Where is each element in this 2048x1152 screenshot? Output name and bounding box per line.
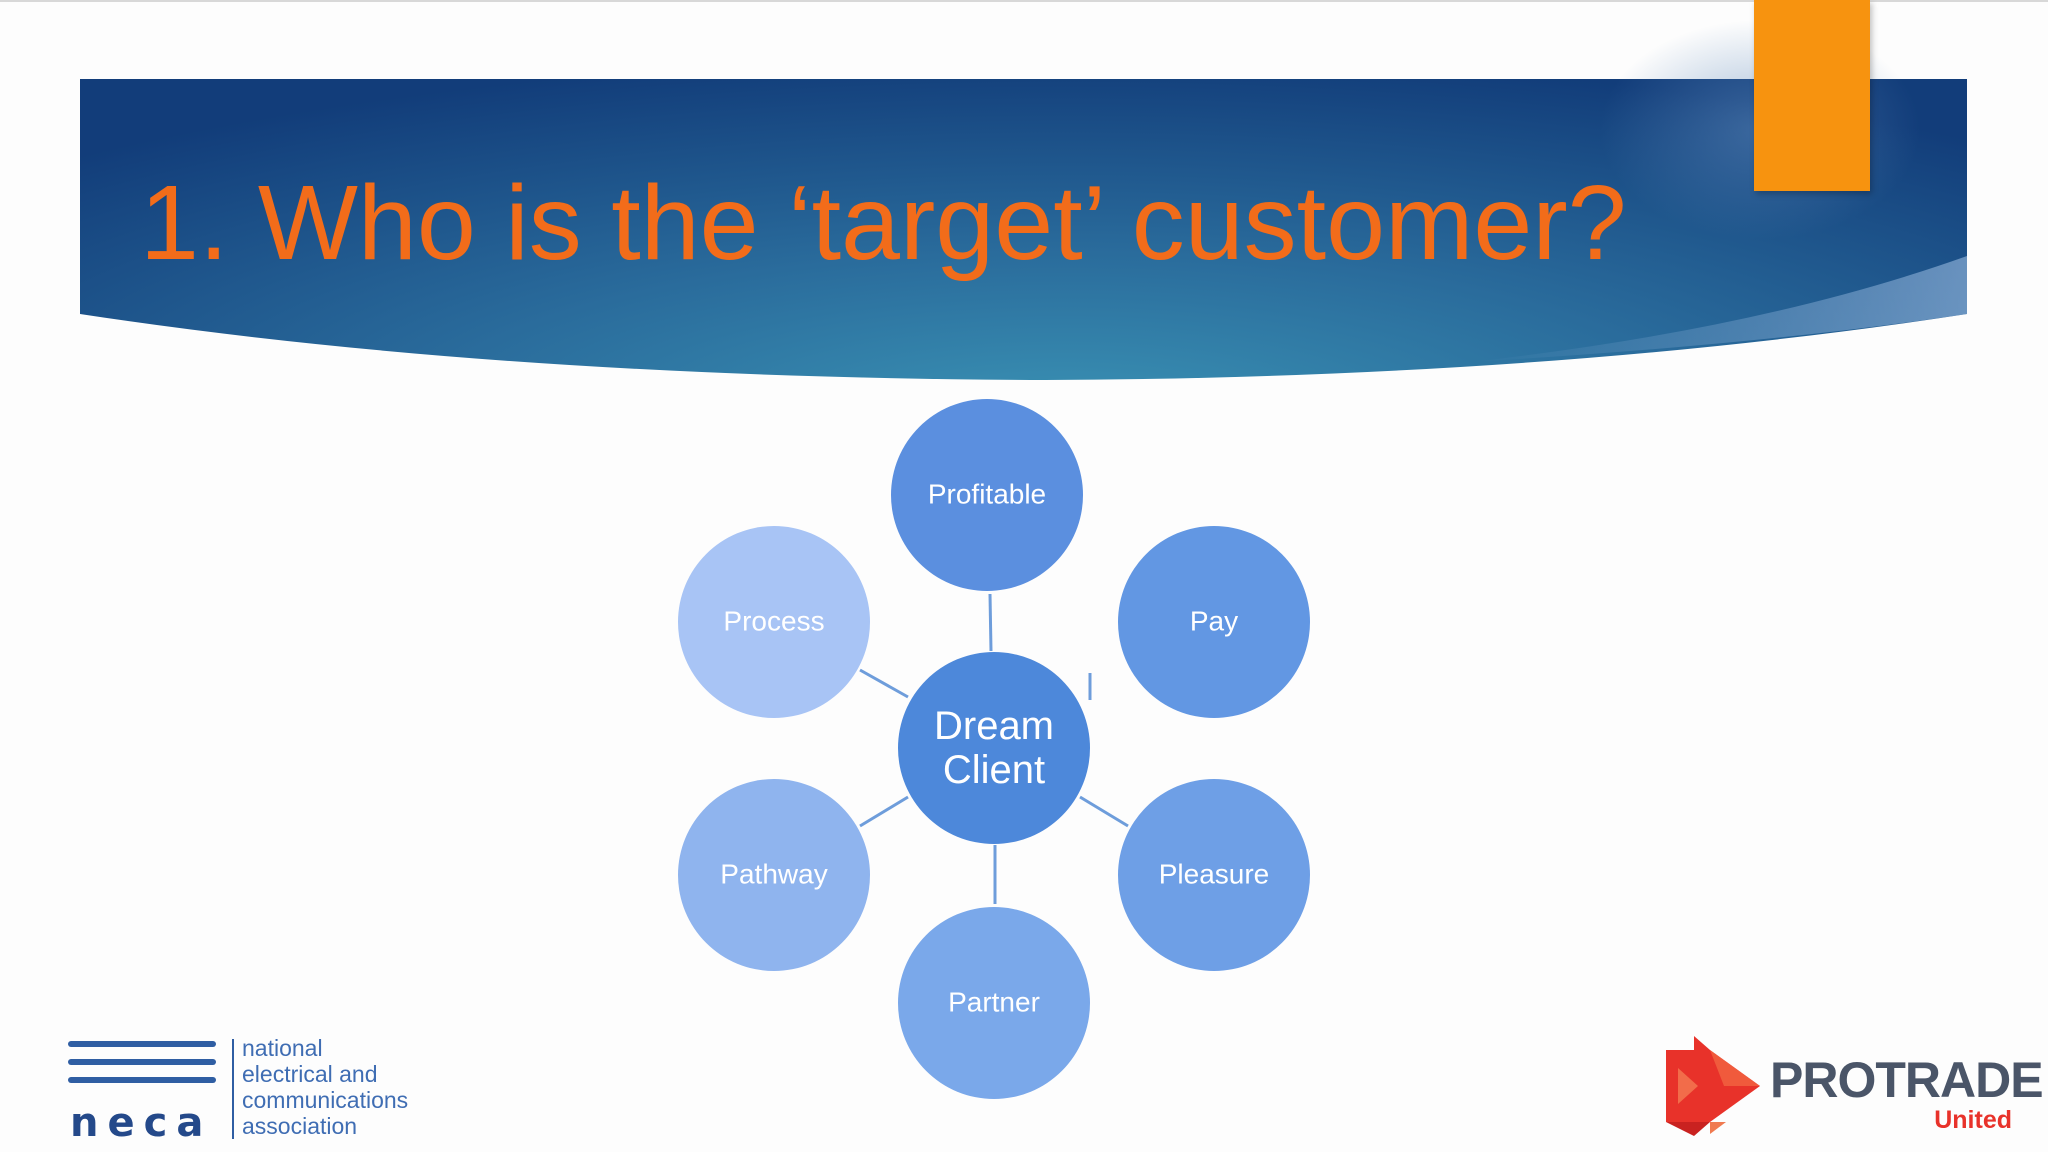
- center-label-line1: Dream: [934, 704, 1054, 748]
- node-label-pay: Pay: [1190, 606, 1238, 637]
- node-label-process: Process: [723, 606, 824, 637]
- node-pleasure: Pleasure: [1118, 779, 1310, 971]
- protrade-logo: PROTRADE United: [1664, 1034, 2044, 1138]
- connector-lines: [859, 593, 1129, 904]
- node-label-profitable: Profitable: [928, 479, 1046, 510]
- neca-tagline: national electrical and communications a…: [242, 1035, 408, 1139]
- node-label-pathway: Pathway: [720, 859, 827, 890]
- connector-pathway: [859, 795, 909, 828]
- protrade-subtitle: United: [1934, 1106, 2012, 1134]
- neca-divider: [232, 1039, 234, 1139]
- connector-pleasure: [1079, 795, 1129, 828]
- node-process: Process: [678, 526, 870, 718]
- neca-stripe: [68, 1077, 216, 1083]
- neca-logo: neca national electrical and communicati…: [68, 1035, 428, 1145]
- neca-tagline-line: communications: [242, 1087, 409, 1113]
- node-pay: Pay: [1118, 526, 1310, 718]
- connector-profitable: [988, 593, 993, 652]
- node-profitable: Profitable: [891, 399, 1083, 591]
- node-partner: Partner: [898, 907, 1090, 1099]
- orange-accent-bar: [1754, 0, 1870, 191]
- neca-tagline-line: electrical and: [242, 1061, 378, 1087]
- banner-shape: [80, 79, 1967, 380]
- protrade-wordmark: PROTRADE: [1770, 1052, 2044, 1108]
- connector-process: [859, 668, 909, 699]
- neca-stripe: [68, 1041, 216, 1047]
- node-label-pleasure: Pleasure: [1159, 859, 1270, 890]
- protrade-arrow-icon: [1666, 1036, 1760, 1136]
- neca-stripe: [68, 1059, 216, 1065]
- node-label-partner: Partner: [948, 987, 1040, 1018]
- neca-tagline-line: association: [242, 1113, 358, 1139]
- node-dream-client: Dream Client: [898, 652, 1090, 844]
- top-rule: [0, 0, 2048, 2]
- banner-sweep: [1470, 256, 1967, 362]
- neca-wordmark: neca: [70, 1100, 213, 1146]
- node-pathway: Pathway: [678, 779, 870, 971]
- neca-tagline-line: national: [242, 1035, 323, 1061]
- slide-title: 1. Who is the ‘target’ customer?: [140, 164, 1627, 282]
- center-label-line2: Client: [943, 748, 1045, 792]
